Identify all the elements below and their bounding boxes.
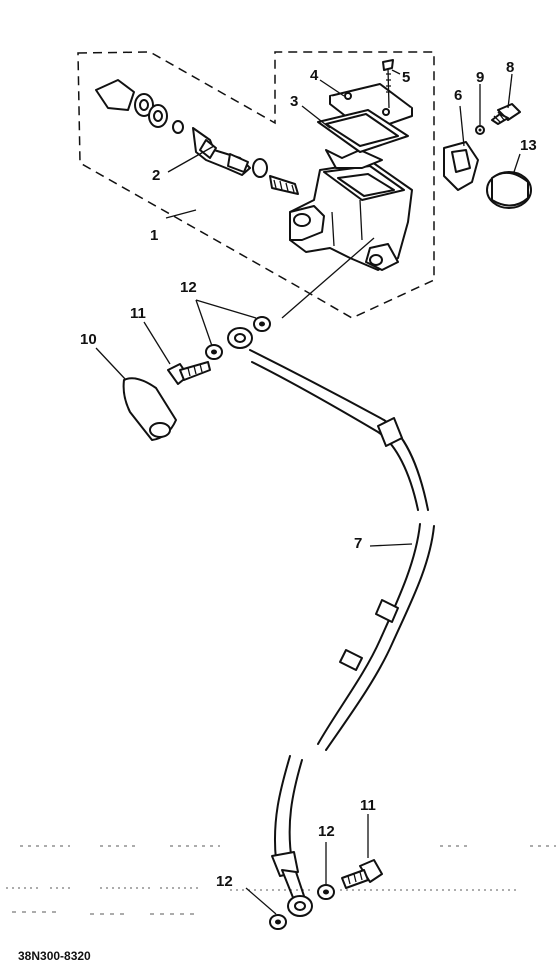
callout-5: 5 [402,69,410,86]
callout-11-lower: 11 [360,797,376,814]
clamp-holder-parts [443,103,532,209]
callout-1: 1 [150,227,158,244]
callout-4: 4 [310,67,319,84]
leader-lines [95,69,521,915]
callout-12-middle: 12 [318,823,335,840]
assembly-boundary [77,51,435,319]
callout-7: 7 [354,535,362,552]
lower-hose-fittings [269,859,383,930]
reservoir-cap-assembly [317,59,413,153]
callout-9: 9 [476,69,484,86]
callout-8: 8 [506,59,514,76]
callout-12-upper: 12 [180,279,197,296]
brake-hose [227,327,435,917]
callout-12-lower: 12 [216,873,233,890]
callout-2: 2 [152,167,160,184]
callout-11-upper: 11 [130,305,146,322]
upper-hose-fittings [122,316,271,441]
callout-10: 10 [80,331,97,348]
master-cylinder-body [289,149,413,271]
drawing-code: 38N300-8320 [18,949,91,963]
piston-kit [95,79,299,195]
callout-13: 13 [520,137,537,154]
scan-artifact-band [6,845,556,915]
callout-3: 3 [290,93,298,110]
callout-6: 6 [454,87,462,104]
